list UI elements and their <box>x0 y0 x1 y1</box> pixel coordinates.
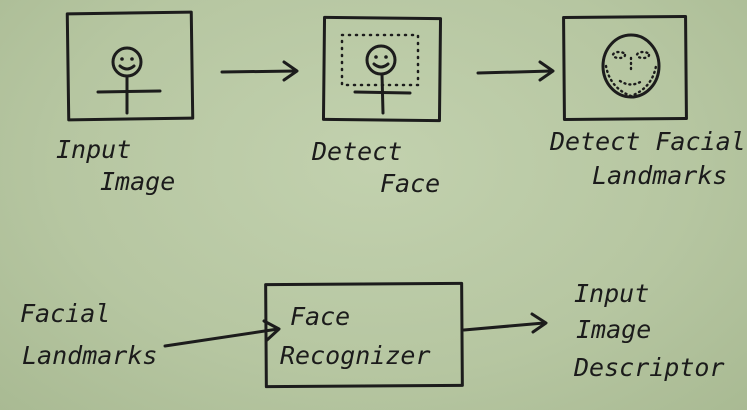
descriptor-label: Input Image Descriptor <box>573 279 725 382</box>
arrow-2 <box>476 60 555 82</box>
arrow-3 <box>163 319 281 348</box>
descriptor-label-line3: Descriptor <box>573 353 725 382</box>
face-recognizer-box: Face Recognizer <box>264 281 464 389</box>
detect-landmarks-label-line1: Detect Facial <box>549 127 746 156</box>
detect-face-label-line2: Face <box>380 169 440 198</box>
facial-landmarks-label-line2: Landmarks <box>22 341 157 370</box>
stick-figure-icon <box>340 33 420 115</box>
input-image-label: Input Image <box>56 135 175 196</box>
detect-face-box <box>321 15 443 123</box>
face-recognizer-label-line1: Face <box>290 302 350 331</box>
detect-face-label: Detect Face <box>311 137 440 198</box>
descriptor-label-line1: Input <box>574 279 649 308</box>
detect-face-label-line1: Detect <box>311 137 402 166</box>
detect-landmarks-box <box>562 14 688 122</box>
input-image-box <box>65 10 195 122</box>
detect-landmarks-label-line2: Landmarks <box>592 161 727 190</box>
arrow-4 <box>462 312 548 334</box>
input-image-label-line1: Input <box>56 135 131 164</box>
stick-figure-icon <box>96 46 162 115</box>
input-image-label-line2: Image <box>100 167 175 196</box>
descriptor-label-line2: Image <box>576 315 651 344</box>
facial-landmarks-label: Facial Landmarks <box>20 299 157 370</box>
facial-landmarks-label-line1: Facial <box>20 299 110 328</box>
face-landmarks-icon <box>601 33 661 99</box>
face-recognizer-label-line2: Recognizer <box>280 341 431 370</box>
arrow-1 <box>220 60 299 82</box>
detect-landmarks-label: Detect Facial Landmarks <box>549 127 746 190</box>
